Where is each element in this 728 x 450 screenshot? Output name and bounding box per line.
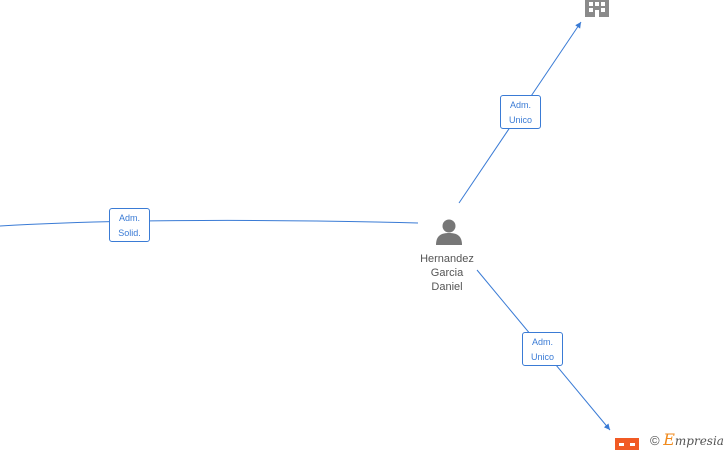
- person-icon[interactable]: [436, 219, 462, 246]
- edge-label-line: Solid.: [118, 228, 141, 238]
- edge-label-adm-solid[interactable]: Adm. Solid.: [109, 208, 150, 242]
- brand-name: mpresia: [674, 434, 724, 448]
- edge-label-line: Adm.: [118, 213, 140, 223]
- edge-line-left: [0, 219, 419, 227]
- edge-label-adm-unico-top[interactable]: Adm. Unico: [500, 95, 541, 129]
- person-name-line: Hernandez: [420, 253, 474, 265]
- building-icon-orange[interactable]: [615, 438, 639, 450]
- person-name-line: Garcia: [430, 267, 464, 279]
- person-name-line: Daniel: [431, 281, 463, 293]
- person-name[interactable]: Hernandez Garcia Daniel: [407, 252, 487, 294]
- edge-label-adm-unico-bottom[interactable]: Adm. Unico: [522, 332, 563, 366]
- edge-label-line: Unico: [530, 352, 554, 362]
- brand-initial: E: [663, 430, 675, 449]
- edge-label-line: Adm.: [509, 100, 531, 110]
- copyright-symbol: ©: [650, 433, 660, 448]
- edge-label-line: Unico: [508, 115, 532, 125]
- building-icon[interactable]: [585, 0, 609, 17]
- brand-watermark: © Empresia: [650, 430, 724, 449]
- edge-label-line: Adm.: [531, 337, 553, 347]
